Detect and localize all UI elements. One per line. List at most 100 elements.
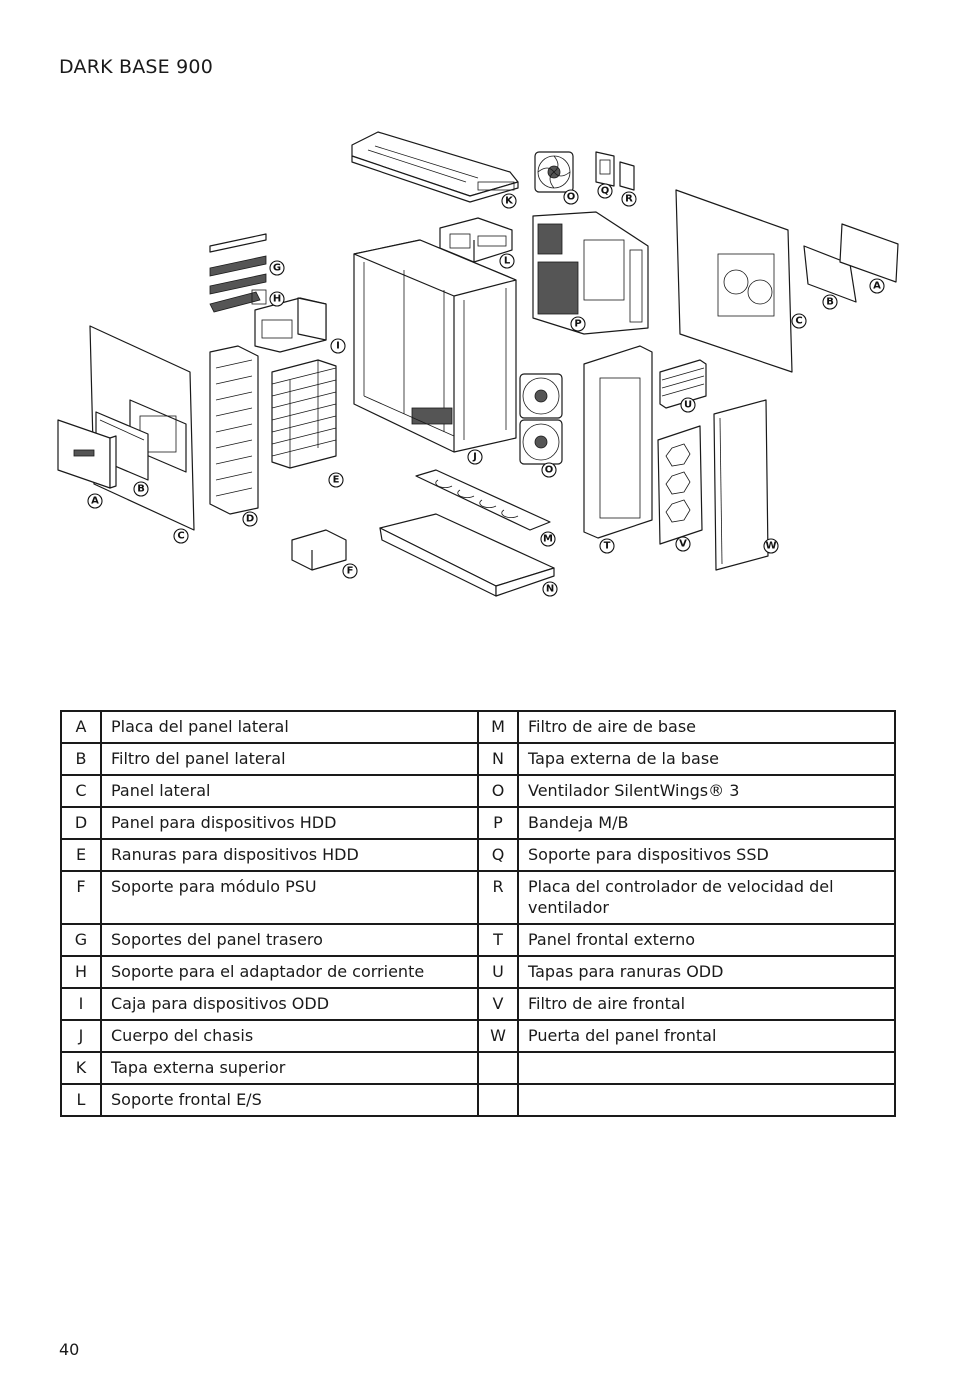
part-mb-tray (532, 211, 649, 335)
part-description: Panel frontal externo (517, 923, 896, 957)
parts-table-body: A Placa del panel lateral M Filtro de ai… (60, 710, 896, 1117)
part-ssd-bracket (595, 151, 615, 187)
part-base-filter (415, 469, 551, 531)
part-description: Panel para dispositivos HDD (100, 806, 479, 840)
part-letter: N (477, 742, 519, 776)
part-letter: O (477, 774, 519, 808)
svg-text:I: I (336, 341, 340, 352)
part-letter: C (60, 774, 102, 808)
part-description: Tapa externa de la base (517, 742, 896, 776)
part-front-door (713, 399, 769, 571)
table-row: F Soporte para módulo PSU R Placa del co… (60, 870, 896, 925)
part-chassis-body (353, 239, 517, 453)
part-description: Cuerpo del chasis (100, 1019, 479, 1053)
part-letter: U (477, 955, 519, 989)
callout-m: M (540, 531, 556, 547)
table-row: D Panel para dispositivos HDD P Bandeja … (60, 806, 896, 840)
callout-d: D (242, 511, 258, 527)
part-description: Tapas para ranuras ODD (517, 955, 896, 989)
table-row: G Soportes del panel trasero T Panel fro… (60, 923, 896, 957)
callout-g: G (269, 260, 285, 276)
callout-c-right: C (791, 313, 807, 329)
svg-text:A: A (91, 496, 99, 507)
svg-text:C: C (795, 316, 802, 327)
table-row: A Placa del panel lateral M Filtro de ai… (60, 710, 896, 744)
part-letter: G (60, 923, 102, 957)
part-side-filter-right (803, 245, 857, 303)
part-rear-brackets (209, 233, 267, 295)
table-row: E Ranuras para dispositivos HDD Q Soport… (60, 838, 896, 872)
callout-e: E (328, 472, 344, 488)
part-letter: J (60, 1019, 102, 1053)
table-row: L Soporte frontal E/S (60, 1083, 896, 1117)
parts-table: A Placa del panel lateral M Filtro de ai… (60, 710, 896, 1117)
svg-text:W: W (765, 541, 776, 552)
exploded-view-diagram: K O Q R L G H A B C P I U J O E A B D C … (0, 120, 954, 610)
svg-text:L: L (504, 256, 511, 267)
callout-q: Q (597, 183, 613, 199)
part-letter (477, 1083, 519, 1117)
part-letter: T (477, 923, 519, 957)
part-top-fan (534, 151, 574, 193)
part-description: Placa del panel lateral (100, 710, 479, 744)
callout-u: U (680, 397, 696, 413)
part-description (517, 1083, 896, 1117)
part-psu-bracket (291, 529, 347, 571)
callout-r: R (621, 191, 637, 207)
svg-text:G: G (273, 263, 281, 274)
svg-text:P: P (574, 319, 581, 330)
part-letter: W (477, 1019, 519, 1053)
part-top-cover (351, 131, 519, 203)
table-row: B Filtro del panel lateral N Tapa extern… (60, 742, 896, 776)
table-row: H Soporte para el adaptador de corriente… (60, 955, 896, 989)
part-letter: E (60, 838, 102, 872)
page-title: DARK BASE 900 (59, 56, 213, 78)
callout-b-right: B (822, 294, 838, 310)
part-description: Soportes del panel trasero (100, 923, 479, 957)
part-front-fans (519, 373, 563, 465)
callout-t: T (599, 538, 615, 554)
part-letter: P (477, 806, 519, 840)
part-front-outer-panel (583, 345, 653, 539)
part-description: Bandeja M/B (517, 806, 896, 840)
svg-text:A: A (873, 281, 881, 292)
svg-text:D: D (246, 514, 254, 525)
svg-text:V: V (679, 539, 687, 550)
svg-text:T: T (604, 541, 611, 552)
svg-text:B: B (826, 297, 834, 308)
part-letter: F (60, 870, 102, 925)
svg-text:C: C (177, 531, 184, 542)
callout-b-left: B (133, 481, 149, 497)
part-side-plate-left (57, 419, 117, 489)
part-description: Tapa externa superior (100, 1051, 479, 1085)
part-side-panel-right (675, 189, 793, 373)
part-description: Filtro del panel lateral (100, 742, 479, 776)
part-letter: I (60, 987, 102, 1021)
part-letter: H (60, 955, 102, 989)
callout-a-right: A (869, 278, 885, 294)
part-fan-controller (619, 161, 635, 191)
callout-j: J (467, 449, 483, 465)
part-description (517, 1051, 896, 1085)
part-side-plate-right (839, 223, 899, 283)
table-row: I Caja para dispositivos ODD V Filtro de… (60, 987, 896, 1021)
table-row: K Tapa externa superior (60, 1051, 896, 1085)
svg-text:O: O (545, 465, 554, 476)
part-description: Soporte para módulo PSU (100, 870, 479, 925)
part-letter: Q (477, 838, 519, 872)
callout-o-top: O (563, 189, 579, 205)
part-description: Ranuras para dispositivos HDD (100, 838, 479, 872)
svg-text:R: R (625, 194, 633, 205)
part-hdd-panel (209, 345, 259, 515)
part-letter: D (60, 806, 102, 840)
table-row: C Panel lateral O Ventilador SilentWings… (60, 774, 896, 808)
part-odd-cage (254, 297, 327, 353)
part-hdd-slots (271, 359, 337, 469)
callout-p: P (570, 316, 586, 332)
callout-f: F (342, 563, 358, 579)
part-description: Caja para dispositivos ODD (100, 987, 479, 1021)
callout-l: L (499, 253, 515, 269)
svg-text:B: B (137, 484, 145, 495)
svg-text:F: F (347, 566, 354, 577)
callout-h: H (269, 291, 285, 307)
